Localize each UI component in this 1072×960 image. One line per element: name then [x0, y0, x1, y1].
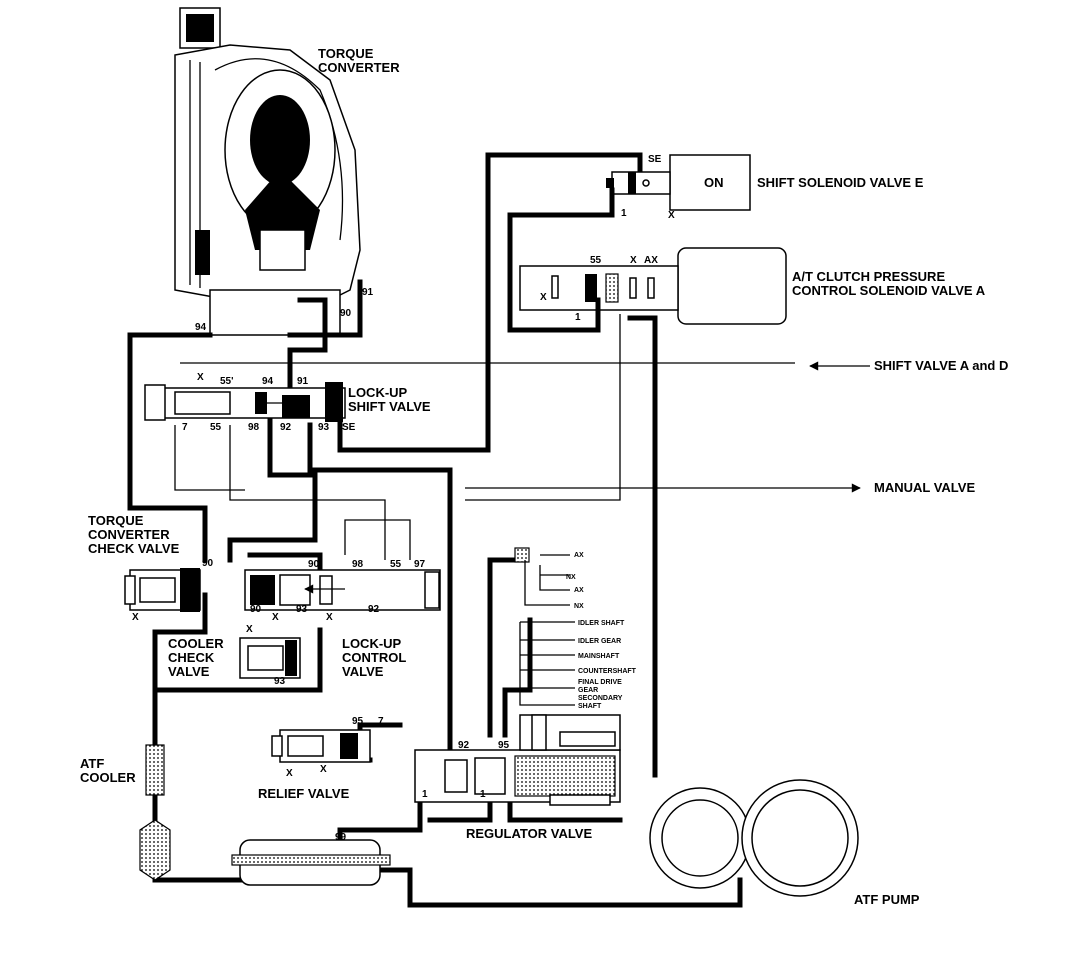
lock-up-shift-valve-label-line1: LOCK-UP	[348, 385, 408, 400]
port-label: AX	[644, 255, 658, 266]
atf-cooler-label-line2: COOLER	[80, 770, 136, 785]
port-label: X	[326, 612, 333, 623]
port-label: X	[630, 255, 637, 266]
lube-label-idler-gear: IDLER GEAR	[578, 638, 621, 645]
cooler-check-valve-label-line3: VALVE	[168, 664, 210, 679]
port-label: AX	[574, 587, 584, 594]
port-label: 92	[368, 604, 380, 615]
atf-pump-label: ATF PUMP	[854, 892, 920, 907]
port-label: 55	[210, 422, 222, 433]
lubrication-branches	[514, 547, 575, 706]
port-label: 93	[185, 604, 197, 615]
port-label: 93	[296, 604, 308, 615]
port-label: AX	[574, 552, 584, 559]
port-label: 1	[621, 208, 627, 219]
port-label: 90	[340, 308, 352, 319]
port-label: 95	[352, 716, 364, 727]
port-label: 7	[182, 422, 188, 433]
lube-label-shaft: SHAFT	[578, 703, 602, 710]
tc-check-valve-label-line1: TORQUE	[88, 513, 144, 528]
torque-converter-label-line1: TORQUE	[318, 46, 374, 61]
cooler-check-valve	[239, 637, 301, 679]
manual-valve-label: MANUAL VALVE	[874, 480, 975, 495]
hydraulic-lines	[127, 152, 743, 908]
lube-label-secondary: SECONDARY	[578, 695, 623, 702]
lube-label-mainshaft: MAINSHAFT	[578, 653, 620, 660]
port-label: X	[272, 612, 279, 623]
regulator-valve-label: REGULATOR VALVE	[466, 826, 592, 841]
atf-filter	[139, 819, 171, 881]
port-label: SE	[648, 154, 662, 165]
port-label: X	[197, 372, 204, 383]
port-label: 55	[390, 559, 402, 570]
component-labels: TORQUE CONVERTER SHIFT SOLENOID VALVE E …	[80, 46, 1008, 907]
relief-valve-label: RELIEF VALVE	[258, 786, 350, 801]
torque-converter-label-line2: CONVERTER	[318, 60, 400, 75]
port-label: 97	[414, 559, 426, 570]
port-label: 93	[318, 422, 330, 433]
cooler-check-valve-label-line2: CHECK	[168, 650, 215, 665]
port-label: 91	[297, 376, 309, 387]
port-label: NX	[574, 603, 584, 610]
relief-valve	[271, 729, 371, 763]
port-label: 91	[362, 287, 374, 298]
lube-labels: IDLER SHAFT IDLER GEAR MAINSHAFT COUNTER…	[578, 620, 637, 710]
shift-solenoid-e-label: SHIFT SOLENOID VALVE E	[757, 175, 924, 190]
port-label: X	[668, 210, 675, 221]
port-label: 94	[195, 322, 207, 333]
port-label: 55	[590, 255, 602, 266]
port-label: 95	[498, 740, 510, 751]
tc-check-valve-label-line3: CHECK VALVE	[88, 541, 180, 556]
shift-solenoid-valve-e	[606, 154, 751, 211]
port-label: 93	[274, 676, 286, 687]
port-label: X	[132, 612, 139, 623]
lube-label-final-drive: FINAL DRIVE	[578, 679, 622, 686]
clutch-solenoid-label-line1: A/T CLUTCH PRESSURE	[792, 269, 945, 284]
lube-label-gear: GEAR	[578, 687, 598, 694]
port-label: 1	[575, 312, 581, 323]
lock-up-control-valve-label-line2: CONTROL	[342, 650, 406, 665]
atf-pump	[649, 779, 859, 897]
regulator-valve	[414, 714, 621, 806]
port-label: NX	[566, 574, 576, 581]
atf-cooler-label-line1: ATF	[80, 756, 104, 771]
port-label: 90	[308, 559, 320, 570]
port-label: 94	[262, 376, 274, 387]
port-label: 99	[335, 832, 347, 843]
port-labels: 91 90 94 SE 1 X 55 X AX X 1 X 55' 94 91 …	[132, 154, 675, 843]
port-label: 98	[248, 422, 260, 433]
lock-up-shift-valve-label-line2: SHIFT VALVE	[348, 399, 431, 414]
torque-converter-check-valve	[124, 568, 201, 612]
atf-strainer-pan	[231, 839, 391, 886]
port-label: SE	[342, 422, 356, 433]
port-label: X	[246, 624, 253, 635]
port-label: X	[320, 764, 327, 775]
lock-up-control-valve	[244, 569, 441, 611]
lock-up-control-valve-label-line1: LOCK-UP	[342, 636, 402, 651]
cooler-check-valve-label-line1: COOLER	[168, 636, 224, 651]
lock-up-control-valve-label-line3: VALVE	[342, 664, 384, 679]
port-label: X	[286, 768, 293, 779]
port-label: 90	[202, 558, 214, 569]
torque-converter	[174, 7, 361, 336]
lube-label-idler-shaft: IDLER SHAFT	[578, 620, 625, 627]
lube-label-countershaft: COUNTERSHAFT	[578, 668, 637, 675]
lock-up-shift-valve	[144, 382, 346, 422]
port-label: 90	[250, 604, 262, 615]
port-label: X	[540, 292, 547, 303]
at-clutch-pressure-control-solenoid-a	[519, 247, 787, 325]
port-label: 92	[458, 740, 470, 751]
port-label: 98	[352, 559, 364, 570]
tc-check-valve-label-line2: CONVERTER	[88, 527, 170, 542]
shift-valve-a-d-label: SHIFT VALVE A and D	[874, 358, 1008, 373]
clutch-solenoid-label-line2: CONTROL SOLENOID VALVE A	[792, 283, 986, 298]
port-label: 7	[378, 716, 384, 727]
port-label: 1	[422, 789, 428, 800]
port-label: 1	[480, 789, 486, 800]
atf-cooler	[145, 744, 165, 796]
port-label: 55'	[220, 376, 234, 387]
port-label: 92	[280, 422, 292, 433]
solenoid-state-label: ON	[704, 175, 724, 190]
